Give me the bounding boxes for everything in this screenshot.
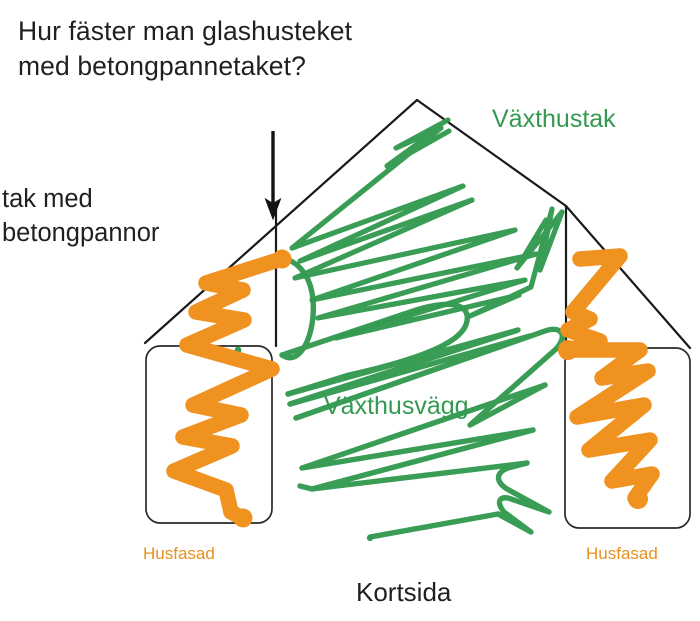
house-outline-group [143,98,692,350]
green-wall-scribble [279,255,565,540]
page-title: Hur fäster man glashusteket med betongpan… [18,14,352,84]
green-roof-scribble [289,117,565,341]
label-husfasad-right: Husfasad [586,544,658,563]
roof-slope-right-upper-line [415,98,568,208]
orange-left-start-blob [272,249,292,269]
arrow-head-icon [264,197,282,221]
label-husfasad-left: Husfasad [143,544,215,563]
label-kortsida: Kortsida [356,577,452,607]
orange-right-facade-scribble [560,248,660,506]
green-roof-stroke-5 [467,206,565,319]
green-wall-stroke-9 [367,511,501,540]
label-tak-line1: tak med [2,185,93,213]
orange-left-stroke [166,251,289,526]
green-wall-stroke-5 [299,382,548,471]
roof-slope-right-lower-line [564,204,692,350]
green-wall-stroke-2 [285,327,521,407]
orange-left-facade-scribble [166,251,289,526]
green-wall-stroke-7 [495,460,552,515]
orange-right-stroke [560,248,660,506]
green-roof-stroke-3 [292,197,539,303]
green-roof-stroke-6 [514,209,565,271]
label-tak-line2: betongpannor [2,218,160,247]
green-wall-stroke-10 [297,483,315,492]
orange-right-end-blob [628,489,648,509]
page-title-line1: Hur fäster man glashusteket [18,16,353,46]
green-wall-stroke-8 [495,495,534,535]
roof-slope-left-line [143,98,419,345]
label-vaxthusvagg: Växthusvägg [324,392,469,420]
orange-left-end-blob [233,508,253,528]
pointer-arrow [264,131,282,221]
green-wall-hook-from-orange [279,255,317,361]
green-roof-stroke-4 [315,251,539,341]
orange-right-corner-blob [558,340,578,360]
page-title-line2: med betongpannetaket? [18,50,306,81]
green-dot-wall-end [366,534,374,542]
green-roof-stroke-2 [289,125,475,264]
label-vaxthustak: Växthustak [492,105,616,133]
label-tak-med-betongpannor: tak med betongpannor [2,183,159,250]
